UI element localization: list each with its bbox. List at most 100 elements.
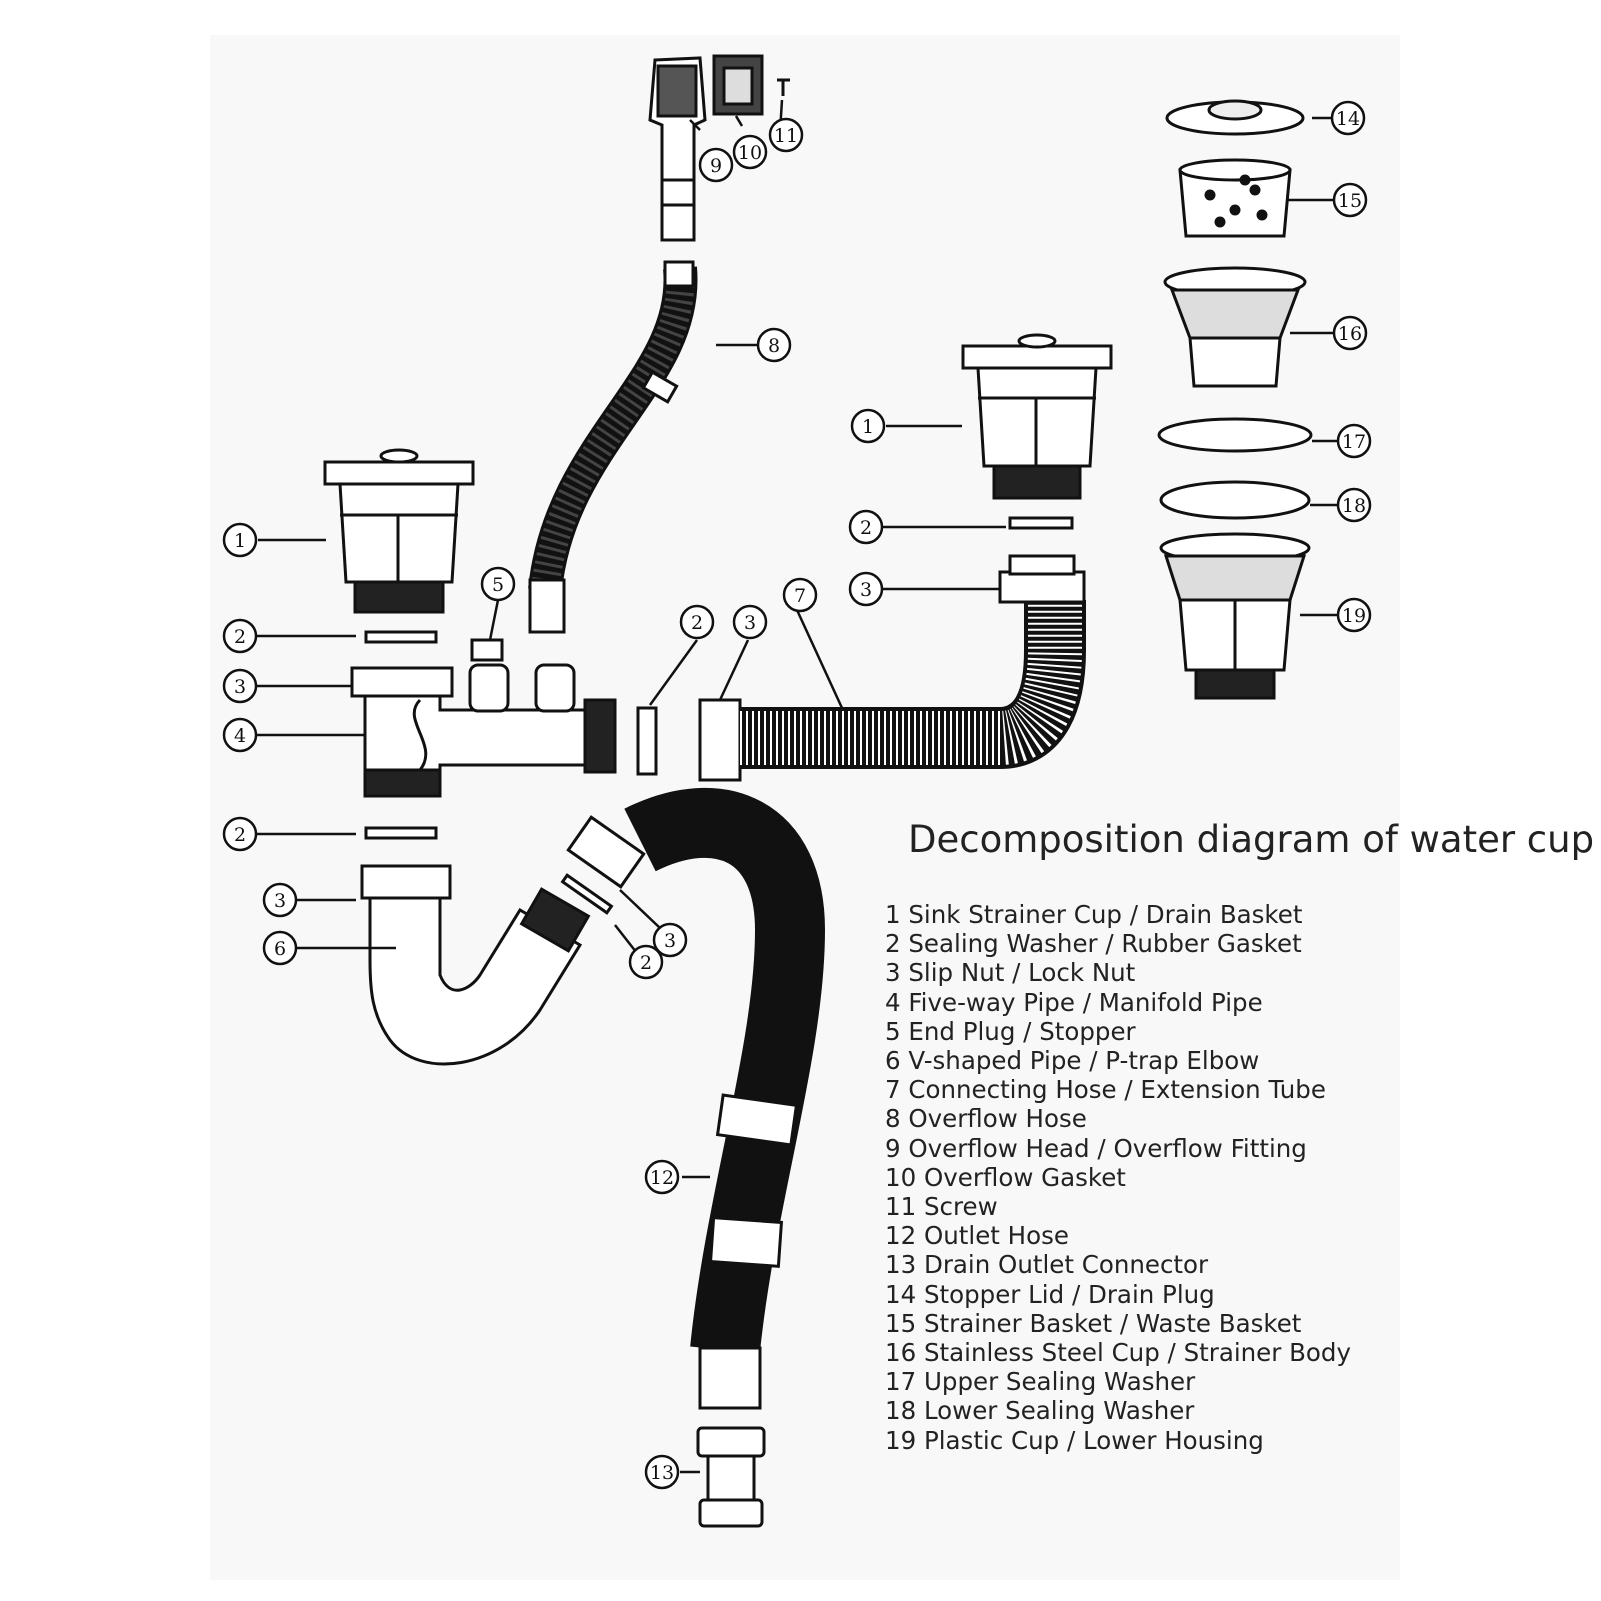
callout-number: 16 (1338, 323, 1362, 345)
legend-item: 5 End Plug / Stopper (885, 1016, 1136, 1046)
legend-item: 2 Sealing Washer / Rubber Gasket (885, 929, 1302, 959)
callout-circle (1336, 487, 1372, 523)
callout-number: 3 (860, 579, 872, 601)
callout-circle (262, 882, 298, 918)
lower-washer-part (1159, 480, 1311, 520)
screw-part (777, 78, 790, 96)
callout-number: 2 (691, 612, 703, 634)
callout-circle (222, 618, 258, 654)
callout-circle (848, 509, 884, 545)
callout-circle (644, 1159, 680, 1195)
callout-marker: 2 (222, 816, 258, 852)
callout-circle (732, 604, 768, 640)
callout-number: 13 (650, 1462, 674, 1484)
callout-circle (222, 816, 258, 852)
stopper-lid-part (1165, 99, 1305, 136)
callout-marker: 2 (628, 944, 664, 980)
legend-item: 7 Connecting Hose / Extension Tube (885, 1075, 1326, 1105)
diagram-title: Decomposition diagram of water cup (908, 818, 1595, 861)
washer-part (1008, 516, 1074, 530)
legend-item: 11 Screw (885, 1192, 998, 1222)
callout-circle (756, 327, 792, 363)
callout-marker: 1 (222, 522, 258, 558)
v-shaped-pipe-part (360, 864, 591, 1066)
right-strainer-cup-part (961, 333, 1113, 500)
callout-number: 15 (1338, 190, 1362, 212)
callout-number: 1 (234, 530, 246, 552)
plastic-cup-part (1159, 532, 1311, 700)
washer-part (560, 873, 614, 915)
callout-circle (698, 147, 734, 183)
legend-item: 4 Five-way Pipe / Manifold Pipe (885, 987, 1263, 1017)
callout-marker: 9 (698, 147, 734, 183)
callout-number: 7 (794, 585, 806, 607)
callout-number: 18 (1342, 495, 1366, 517)
callout-circle (1330, 100, 1366, 136)
callout-circle (222, 717, 258, 753)
callout-marker: 5 (480, 566, 516, 602)
callout-marker: 13 (644, 1454, 680, 1490)
callout-circle (480, 566, 516, 602)
callout-circle (768, 117, 804, 153)
callout-circle (732, 134, 768, 170)
callout-marker: 10 (732, 134, 768, 170)
washer-part (636, 706, 658, 776)
legend-item: 6 V-shaped Pipe / P-trap Elbow (885, 1046, 1260, 1076)
callout-number: 5 (492, 574, 504, 596)
callout-number: 2 (640, 952, 652, 974)
callout-number: 2 (860, 517, 872, 539)
callout-marker: 7 (782, 577, 818, 613)
connecting-hose-part (698, 554, 1086, 782)
callout-number: 3 (744, 612, 756, 634)
legend-item: 14 Stopper Lid / Drain Plug (885, 1279, 1215, 1309)
upper-washer-part (1157, 417, 1313, 453)
left-strainer-cup-part (323, 448, 475, 614)
washer-part (364, 630, 438, 644)
legend-item: 1 Sink Strainer Cup / Drain Basket (885, 900, 1303, 929)
callout-number: 8 (768, 335, 780, 357)
callout-marker: 1 (850, 408, 886, 444)
callout-circle (652, 922, 688, 958)
overflow-head-part (648, 56, 707, 242)
callout-marker: 12 (644, 1159, 680, 1195)
callout-marker: 2 (848, 509, 884, 545)
callout-circle (850, 408, 886, 444)
outlet-hose-part (624, 787, 826, 1410)
callout-number: 1 (862, 416, 874, 438)
callout-circle (222, 668, 258, 704)
callout-number: 10 (738, 142, 762, 164)
callout-marker: 18 (1336, 487, 1372, 523)
callout-number: 3 (234, 676, 246, 698)
callout-number: 6 (274, 938, 286, 960)
drain-outlet-connector-part (696, 1426, 766, 1528)
callout-circle (222, 522, 258, 558)
legend-item: 8 Overflow Hose (885, 1104, 1087, 1134)
callout-marker: 15 (1332, 182, 1368, 218)
five-way-pipe-part (363, 663, 617, 798)
legend-item: 17 Upper Sealing Washer (885, 1367, 1196, 1397)
strainer-basket-part (1178, 158, 1292, 238)
callout-marker: 3 (652, 922, 688, 958)
callout-marker: 19 (1336, 597, 1372, 633)
legend-item: 13 Drain Outlet Connector (885, 1250, 1209, 1280)
washer-part (364, 826, 438, 840)
callout-marker: 2 (679, 604, 715, 640)
callout-marker: 17 (1336, 423, 1372, 459)
end-plug-part (470, 638, 504, 662)
callout-marker: 16 (1332, 315, 1368, 351)
legend-item: 18 Lower Sealing Washer (885, 1396, 1195, 1426)
callout-circle (848, 571, 884, 607)
legend-item: 3 Slip Nut / Lock Nut (885, 958, 1136, 988)
callout-circle (1336, 423, 1372, 459)
overflow-gasket-part (712, 54, 764, 116)
slip-nut-part (350, 666, 454, 698)
callout-number: 12 (650, 1167, 674, 1189)
callout-marker: 2 (222, 618, 258, 654)
callout-number: 3 (664, 930, 676, 952)
callout-number: 3 (274, 890, 286, 912)
callout-number: 9 (710, 155, 722, 177)
callout-circle (1336, 597, 1372, 633)
callout-circle (782, 577, 818, 613)
callout-number: 17 (1342, 431, 1366, 453)
